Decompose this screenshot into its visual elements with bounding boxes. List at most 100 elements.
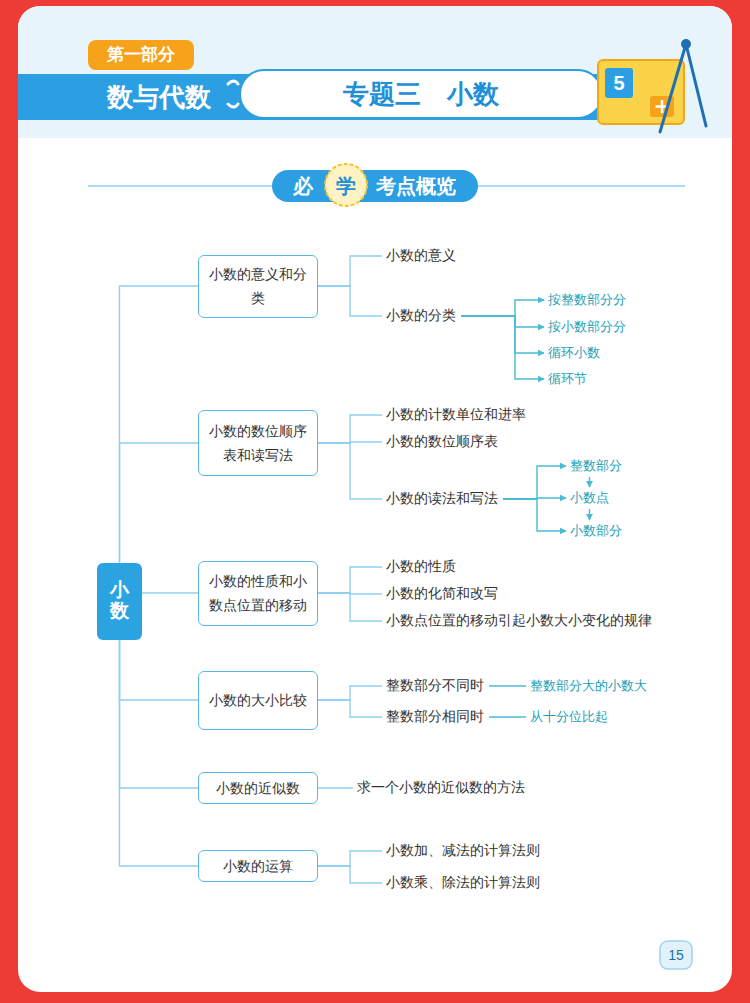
connector <box>142 592 198 593</box>
node-text: 小数的运算 <box>223 854 293 878</box>
connector <box>120 640 199 867</box>
topic-text: 整数部分相同时 <box>386 708 484 726</box>
subtopic-text: 小数部分 <box>570 522 622 540</box>
connector <box>318 700 382 717</box>
node-text: 小数的大小比较 <box>209 688 307 712</box>
topic-text: 小数的数位顺序表 <box>386 433 498 451</box>
badge <box>325 164 367 206</box>
subtopic-text: 循环节 <box>548 370 587 388</box>
subtopic-text: 循环小数 <box>548 344 600 362</box>
node-text: 整数部分大的小数大 <box>530 677 647 695</box>
title-box <box>240 70 602 118</box>
topic-text: 小数点位置的移动引起小数大小变化的规律 <box>386 612 652 630</box>
connector <box>318 443 382 499</box>
connector <box>461 316 544 327</box>
node-text: 按小数部分分 <box>548 318 626 336</box>
node-text: 小数的性质和小数点位置的移动 <box>207 569 309 617</box>
node-text: 小数的数位顺序表 <box>386 433 498 451</box>
connector <box>318 286 382 316</box>
connector <box>318 866 382 883</box>
connector <box>318 787 353 788</box>
connector <box>120 286 199 563</box>
connector <box>120 640 199 701</box>
part-tag: 第一部分 <box>88 40 194 70</box>
node-text: 整数部分不同时 <box>386 677 484 695</box>
node-text: 从十分位比起 <box>530 708 608 726</box>
connector <box>120 443 199 563</box>
page-number-box <box>660 941 692 969</box>
banner-text: 考点概览 <box>364 171 468 201</box>
topic-text: 小数加、减法的计算法则 <box>386 842 540 860</box>
connector <box>318 851 382 866</box>
topic-title: 专题三 小数 <box>242 72 600 116</box>
node-text: 小数的意义和分类 <box>207 262 309 310</box>
connector <box>120 640 199 789</box>
connector <box>318 256 382 286</box>
topic-text: 求一个小数的近似数的方法 <box>357 779 525 797</box>
connector <box>318 686 382 700</box>
subtopic-text: 按整数部分分 <box>548 291 626 309</box>
connector <box>318 593 382 621</box>
badge-text: 学 <box>331 171 361 201</box>
topic-text: 小数的性质 <box>386 558 456 576</box>
node-text: 小数的读法和写法 <box>386 490 498 508</box>
page-number: 15 <box>660 941 692 969</box>
connector <box>461 300 544 316</box>
topic-text: 小数的读法和写法 <box>386 490 498 508</box>
subtopic-text: 整数部分大的小数大 <box>530 677 647 695</box>
topic-text: 小数的分类 <box>386 307 456 325</box>
header-ground <box>18 6 732 138</box>
node-text: 小数的近似数 <box>216 776 300 800</box>
category-box: 小数的意义和分类 <box>198 255 318 318</box>
banner-text: 必 <box>290 171 316 201</box>
connector <box>489 716 526 717</box>
topic-text: 小数的化简和改写 <box>386 585 498 603</box>
connector <box>318 415 382 443</box>
banner-rule <box>88 185 272 187</box>
topic-text: 小数的计数单位和进率 <box>386 406 526 424</box>
connector <box>589 509 590 520</box>
node-text: 小数的性质 <box>386 558 456 576</box>
banner-rule <box>478 185 685 187</box>
category-box: 小数的数位顺序表和读写法 <box>198 410 318 476</box>
node-text: 小数的分类 <box>386 307 456 325</box>
part-heading: 数与代数 <box>84 76 234 118</box>
node-text: 小数加、减法的计算法则 <box>386 842 540 860</box>
node-text: 小数的化简和改写 <box>386 585 498 603</box>
category-box: 小数的近似数 <box>198 772 318 804</box>
node-text: 小数 <box>110 580 129 622</box>
icon-number: 5 <box>605 68 633 98</box>
connector <box>461 316 544 353</box>
node-text: 循环小数 <box>548 344 600 362</box>
subtopic-text: 小数点 <box>570 489 609 507</box>
banner-pill <box>272 170 478 202</box>
topic-text: 小数乘、除法的计算法则 <box>386 874 540 892</box>
node-text: 求一个小数的近似数的方法 <box>357 779 525 797</box>
connector <box>589 477 590 487</box>
category-box: 小数的性质和小数点位置的移动 <box>198 561 318 626</box>
node-text: 小数的意义 <box>386 247 456 265</box>
page-panel <box>18 6 732 992</box>
node-text: 小数乘、除法的计算法则 <box>386 874 540 892</box>
node-text: 小数部分 <box>570 522 622 540</box>
connector <box>318 567 382 593</box>
connector <box>461 316 544 379</box>
node-text: 小数的数位顺序表和读写法 <box>207 419 309 467</box>
node-text: 小数点位置的移动引起小数大小变化的规律 <box>386 612 652 630</box>
hook-ornament <box>228 81 238 107</box>
node-text: 整数部分相同时 <box>386 708 484 726</box>
node-text: 小数的计数单位和进率 <box>386 406 526 424</box>
ruler-icon <box>598 39 706 132</box>
connector <box>503 466 566 499</box>
root-node: 小数 <box>97 563 142 640</box>
connector <box>489 685 526 686</box>
subtopic-text: 按小数部分分 <box>548 318 626 336</box>
node-text: 整数部分 <box>570 457 622 475</box>
category-box: 小数的大小比较 <box>198 671 318 730</box>
topic-text: 小数的意义 <box>386 247 456 265</box>
subtopic-text: 从十分位比起 <box>530 708 608 726</box>
node-text: 小数点 <box>570 489 609 507</box>
